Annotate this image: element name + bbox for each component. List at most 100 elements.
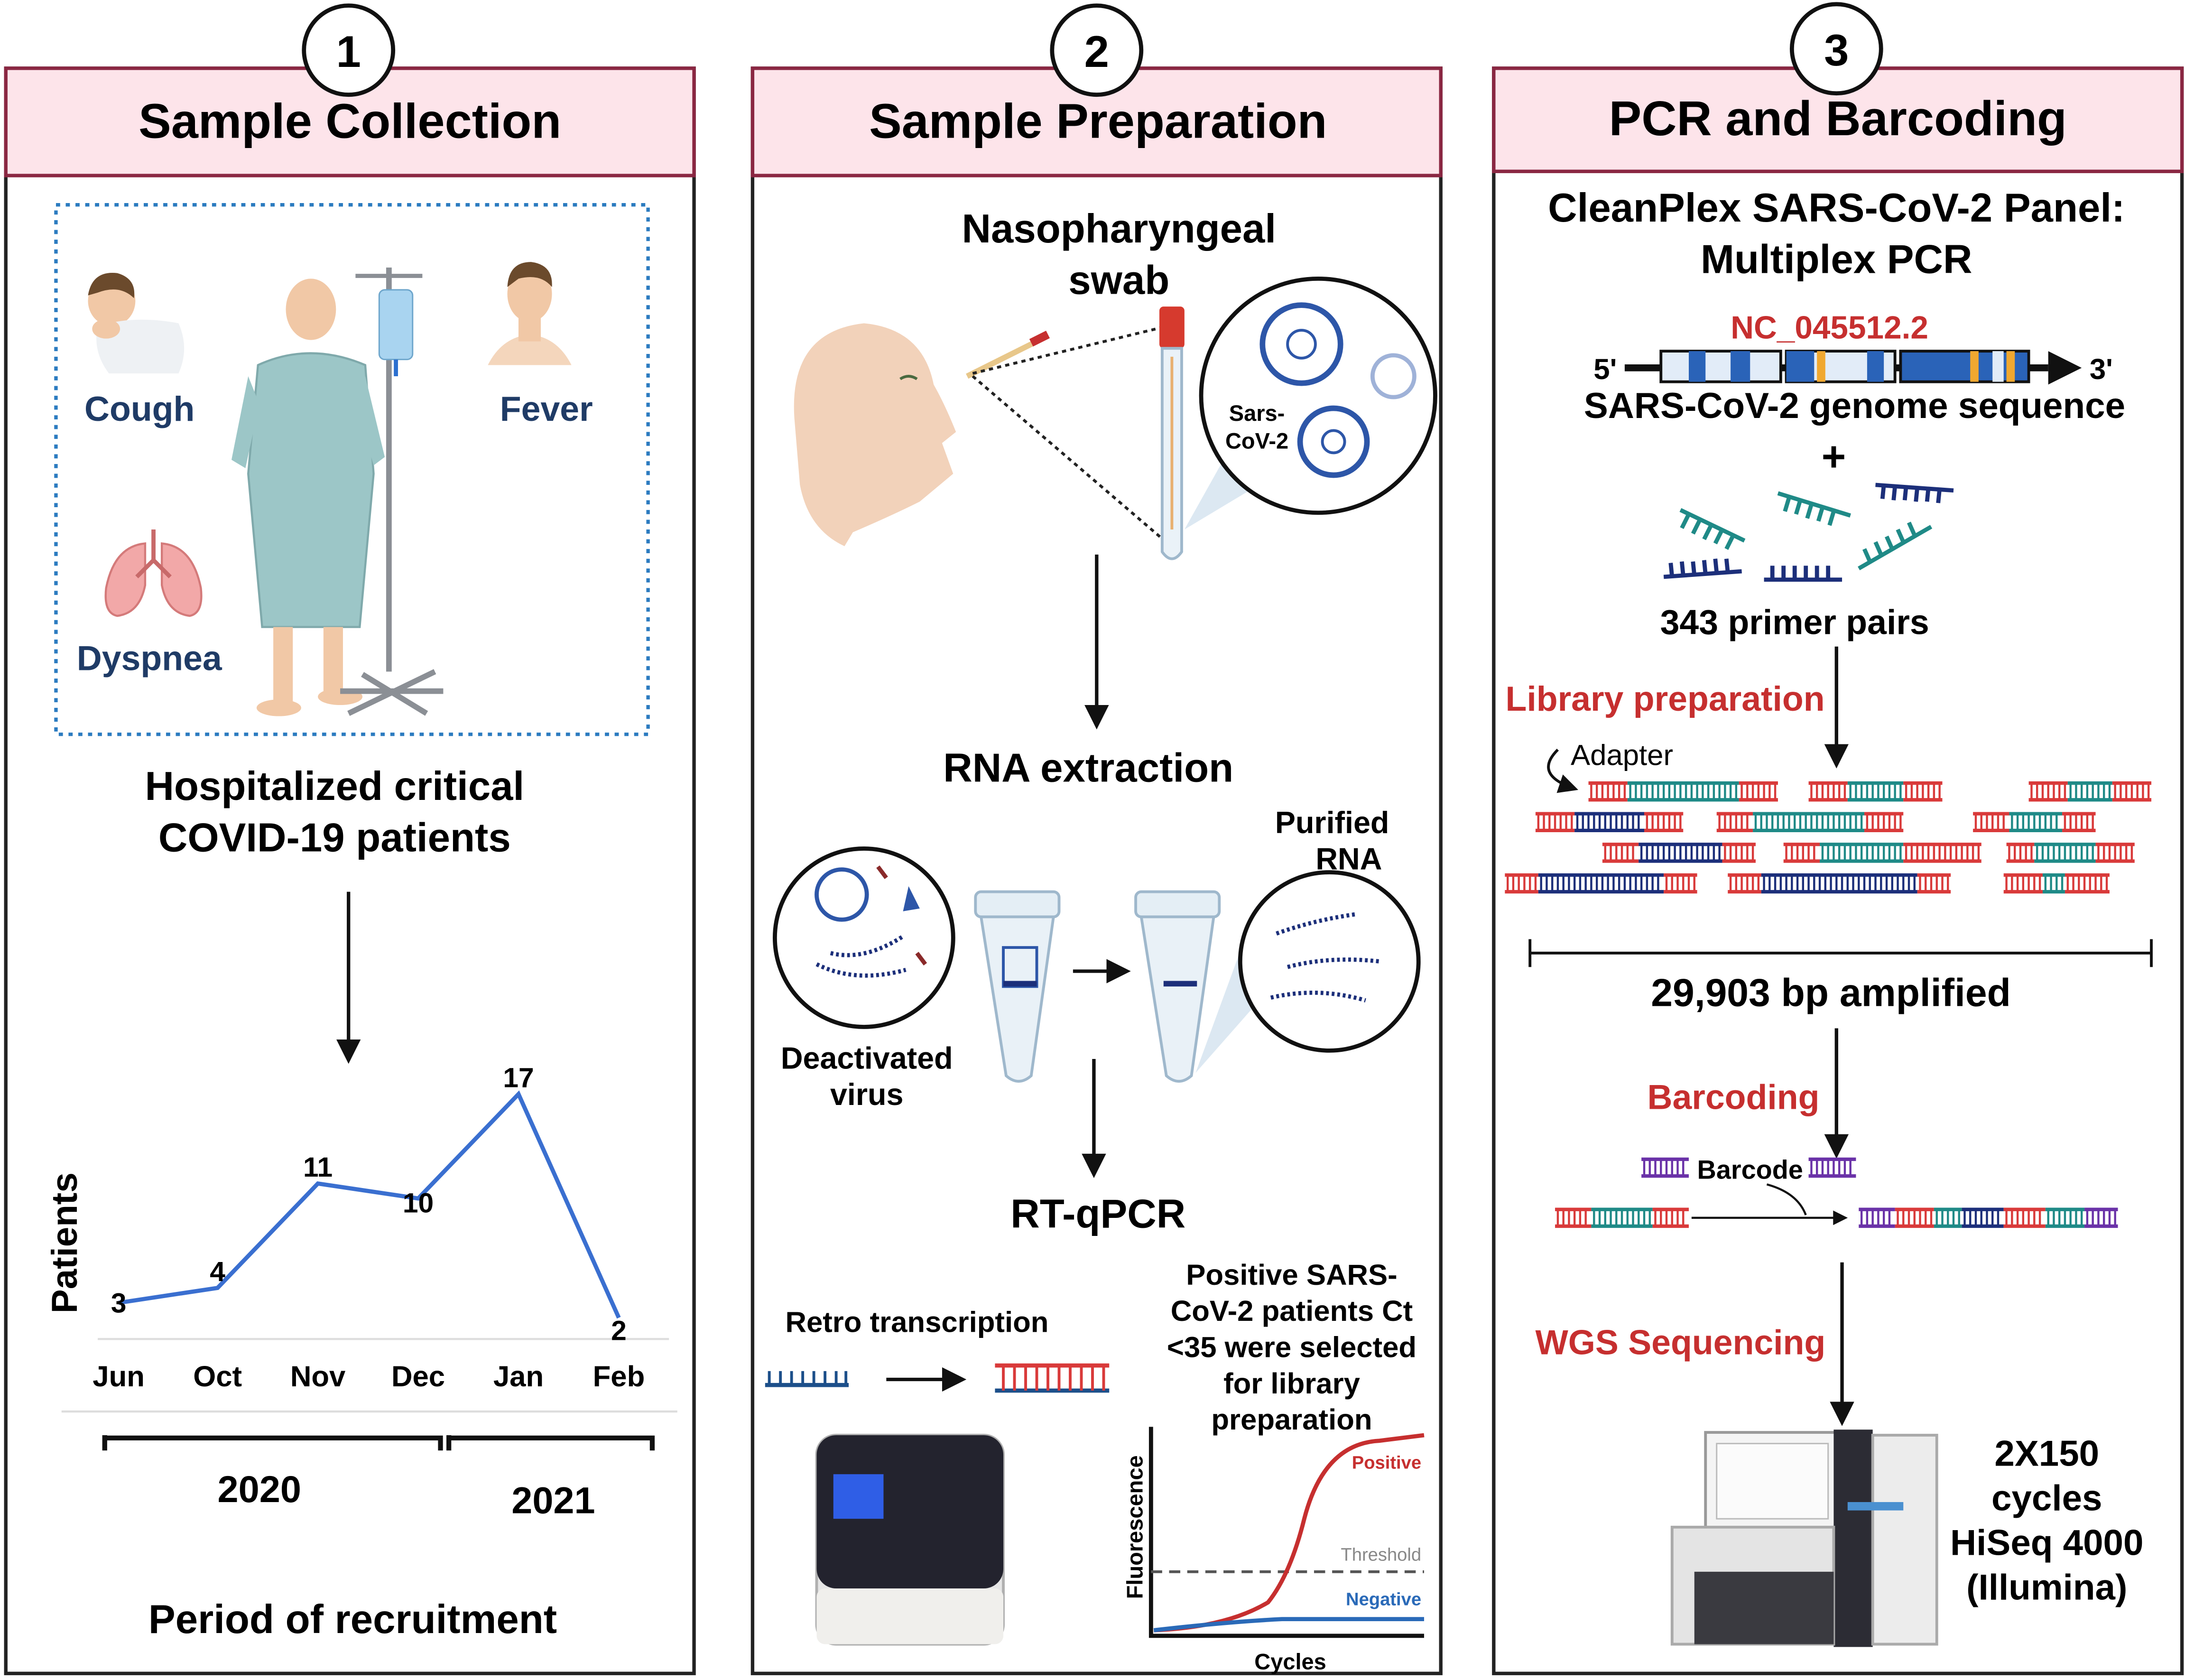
step-number-1: 1 [336,27,361,76]
year-bracket-2020 [102,1435,443,1451]
deactivated-virus-icon [815,865,927,978]
deactivated-virus-label-line2: virus [830,1077,903,1112]
patients-caption-line2: COVID-19 patients [158,815,511,860]
barcoding-fragments [1555,1157,2118,1228]
step-number-2: 2 [1084,27,1109,76]
barcode-attach-curve [1766,1183,1807,1216]
library-fragment [1602,843,1756,863]
cough-person-icon [88,273,185,374]
deactivated-virus-circle [772,846,955,1029]
panel-1-title: Sample Collection [139,94,561,149]
rna-extraction-label: RNA extraction [943,746,1233,791]
amplicon-fragment [1555,1207,1689,1228]
qpcr-positive-label: Positive [1352,1452,1421,1473]
adapter-pointer-arrow [1547,748,1578,793]
library-fragment [1973,812,2096,833]
three-prime-label: 3' [2090,353,2113,386]
amplified-span-bracket [1528,939,2153,967]
chart-series-line-group [118,1090,621,1319]
step-badge-3 [1789,2,1883,96]
genome-map-icon [1624,350,2082,385]
year-bracket-2021 [446,1435,655,1451]
library-fragment [1588,781,1778,802]
purified-rna-label-line2: RNA [1315,842,1382,876]
year-label-2021: 2021 [511,1479,595,1521]
library-fragment [1783,843,1981,863]
library-fragment [1728,873,1951,894]
selection-text-line4: for library [1223,1367,1360,1400]
plus-sign: + [1822,433,1846,480]
library-fragment [2006,843,2135,863]
chart-value-label: 10 [403,1188,434,1218]
primer-pairs-label: 343 primer pairs [1660,603,1929,641]
single-strand-rna-icon [765,1371,849,1387]
library-preparation-label: Library preparation [1506,679,1825,718]
library-fragments [1505,781,2152,894]
purified-rna-label-line1: Purified [1275,806,1389,840]
library-fragment [2028,781,2152,802]
library-fragment [1535,812,1684,833]
selection-text-line3: <35 were selected [1167,1331,1417,1364]
sars-cov-2-virus-icon [1259,302,1417,478]
recruitment-period-label: Period of recruitment [148,1597,557,1642]
sequencer-icon [1670,1429,1938,1647]
sequencing-spec-line4: (Illumina) [1966,1568,2127,1608]
selection-text-line1: Positive SARS- [1186,1259,1397,1291]
sequencing-spec-line3: HiSeq 4000 [1950,1523,2143,1563]
panel-2: 2 Sample Preparation Nasopharyngeal swab [750,3,1443,1675]
rt-qpcr-label: RT-qPCR [1010,1191,1185,1236]
qpcr-axes [1148,1427,1424,1638]
retro-transcription-label: Retro transcription [785,1306,1048,1339]
symptom-fever-label: Fever [500,390,593,428]
amplified-label: 29,903 bp amplified [1651,971,2011,1014]
qpcr-y-axis-label: Fluorescence [1122,1455,1148,1599]
virus-label-line1: Sars- [1229,400,1285,426]
chart-value-label: 2 [611,1315,627,1346]
swab-stick-icon [966,330,1050,379]
cdna-icon [995,1363,1110,1393]
library-fragment [1505,873,1697,894]
barcoding-label: Barcoding [1647,1078,1819,1117]
symptom-cough-label: Cough [84,390,194,428]
step-number-3: 3 [1824,25,1849,75]
qpcr-negative-label: Negative [1346,1589,1421,1609]
barcode-right [1808,1157,1856,1178]
chart-x-tick-label: Jan [493,1360,544,1393]
swab-title-line2: swab [1068,258,1169,303]
purified-rna-tube-icon [1134,890,1221,1083]
chart-x-tick-label: Oct [193,1360,242,1393]
cleanplex-line1: CleanPlex SARS-CoV-2 Panel: [1548,186,2125,231]
five-prime-label: 5' [1593,353,1617,386]
sequencing-spec-line2: cycles [1991,1478,2102,1519]
step-badge-1 [302,3,396,97]
chart-x-tick-label: Jun [93,1360,145,1393]
sequencing-spec-line1: 2X150 [1994,1434,2099,1474]
head-profile-icon [794,323,956,547]
library-fragment [1716,812,1904,833]
qpcr-x-axis-label: Cycles [1254,1649,1326,1674]
selection-text-line2: CoV-2 patients Ct [1171,1295,1413,1327]
cleanplex-line2: Multiplex PCR [1701,237,1972,282]
collection-tube-icon [1159,306,1185,560]
rna-strands-icon [1270,912,1380,1002]
chart-series-line [118,1090,621,1319]
qpcr-amplification-plot: Positive Threshold Negative Fluorescence… [1122,1427,1425,1674]
extraction-tube-icon [974,890,1061,1083]
wgs-sequencing-label: WGS Sequencing [1535,1323,1825,1362]
fever-person-icon [488,262,572,365]
library-fragment [2003,873,2110,894]
panel-1: 1 Sample Collection Cough Fever Dyspnea [4,3,696,1675]
adapter-label: Adapter [1571,739,1673,771]
chart-value-label: 4 [210,1256,225,1287]
panel-3: 3 PCR and Barcoding CleanPlex SARS-CoV-2… [1492,2,2184,1675]
chart-y-axis-label: Patients [45,1172,85,1313]
panel-2-title: Sample Preparation [869,94,1327,149]
genome-sequence-label: SARS-CoV-2 genome sequence [1584,386,2125,426]
virus-zoom-circle [1199,276,1437,515]
accession-label: NC_045512.2 [1731,310,1928,346]
year-label-2020: 2020 [218,1468,301,1510]
symptoms-box [54,203,650,736]
